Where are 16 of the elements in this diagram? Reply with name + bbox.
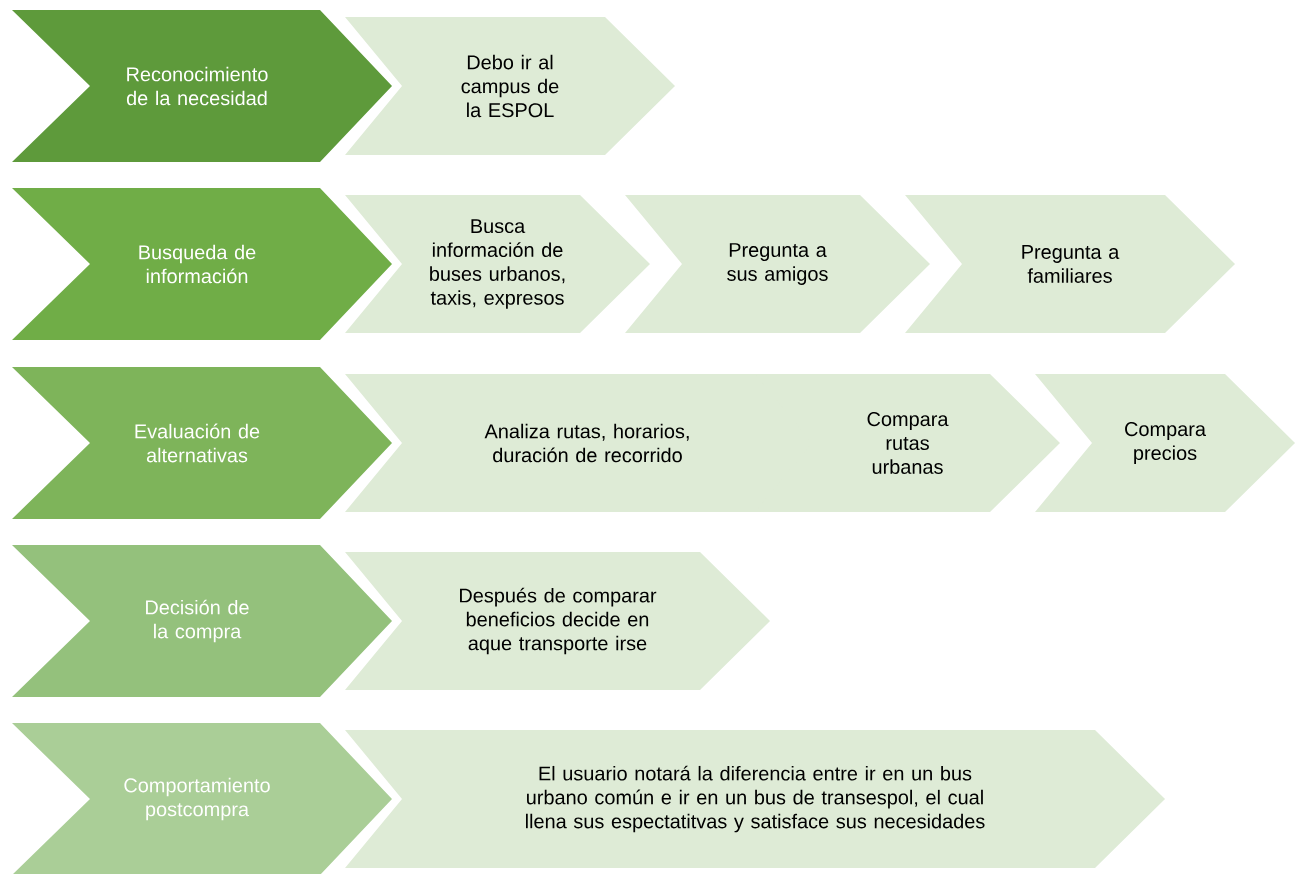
step-box: El usuario notará la diferencia entre ir en un bus urbano común e ir en un bus de transespol, el cual llena sus espectatitvas y satisface sus necesidades — [345, 730, 1165, 868]
stage-box: Busqueda de información — [12, 188, 392, 340]
node-label: Compara rutas urbanas — [867, 412, 949, 474]
step-box: Después de comparar beneficios decide en aque transporte irse — [345, 552, 770, 690]
stage-box: Reconocimiento de la necesidad — [12, 10, 392, 162]
step-box: Compara precios — [1035, 374, 1295, 512]
stage-box: Evaluación de alternativas — [12, 367, 392, 519]
step-box: Pregunta a familiares — [905, 195, 1235, 333]
stage-box: Decisión de la compra — [12, 545, 392, 697]
node-label: Analiza rutas, horarios, duración de recorrido — [484, 423, 689, 463]
step-box: Compara rutas urbanas — [755, 374, 1060, 512]
step-box: Pregunta a sus amigos — [625, 195, 930, 333]
step-box: Debo ir al campus de la ESPOL — [345, 17, 675, 155]
step-box: Busca información de buses urbanos, taxis, expresos — [345, 195, 650, 333]
step-box: Analiza rutas, horarios, duración de recorrido — [345, 374, 830, 512]
stage-box: Comportamiento postcompra — [12, 723, 392, 874]
